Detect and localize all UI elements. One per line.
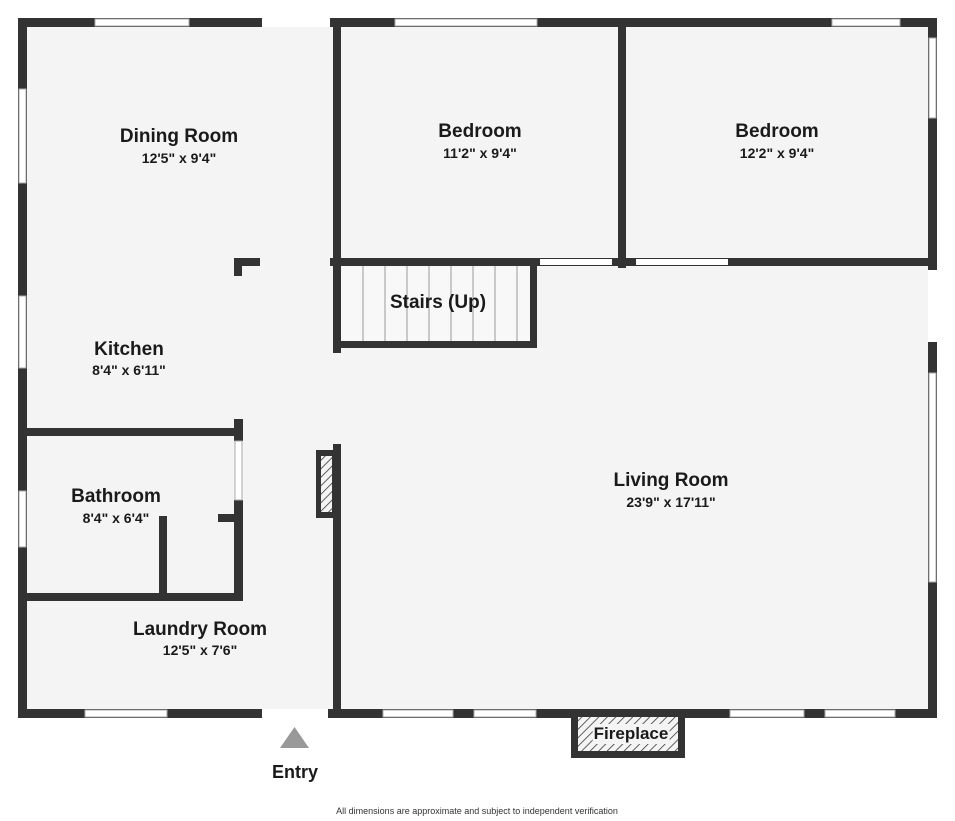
room-dims: 12'2" x 9'4"	[739, 145, 815, 161]
fireplace-label: Fireplace	[592, 724, 670, 744]
interior-walls	[22, 22, 935, 716]
room-name: Bedroom	[735, 121, 819, 142]
stairs	[341, 266, 530, 341]
openings	[262, 18, 937, 718]
room-dims: 11'2" x 9'4"	[443, 145, 517, 161]
entry-label: Entry	[271, 762, 319, 782]
room-dims: 23'9" x 17'11"	[626, 494, 716, 510]
windows	[18, 18, 937, 718]
room-name: Laundry Room	[132, 619, 268, 640]
disclaimer: All dimensions are approximate and subje…	[336, 806, 618, 816]
room-name: Stairs (Up)	[389, 292, 487, 313]
room-name: Bathroom	[71, 486, 161, 507]
room-dims: 12'5" x 7'6"	[162, 642, 238, 658]
room-dims: 8'4" x 6'4"	[82, 510, 150, 526]
room-name: Living Room	[613, 470, 729, 491]
room-name: Kitchen	[94, 339, 164, 360]
room-name: Dining Room	[119, 126, 239, 147]
room-dims: 8'4" x 6'11"	[92, 362, 166, 378]
room-name: Bedroom	[438, 121, 522, 142]
room-dims: 12'5" x 9'4"	[141, 150, 217, 166]
entry-arrow-icon	[280, 727, 309, 748]
